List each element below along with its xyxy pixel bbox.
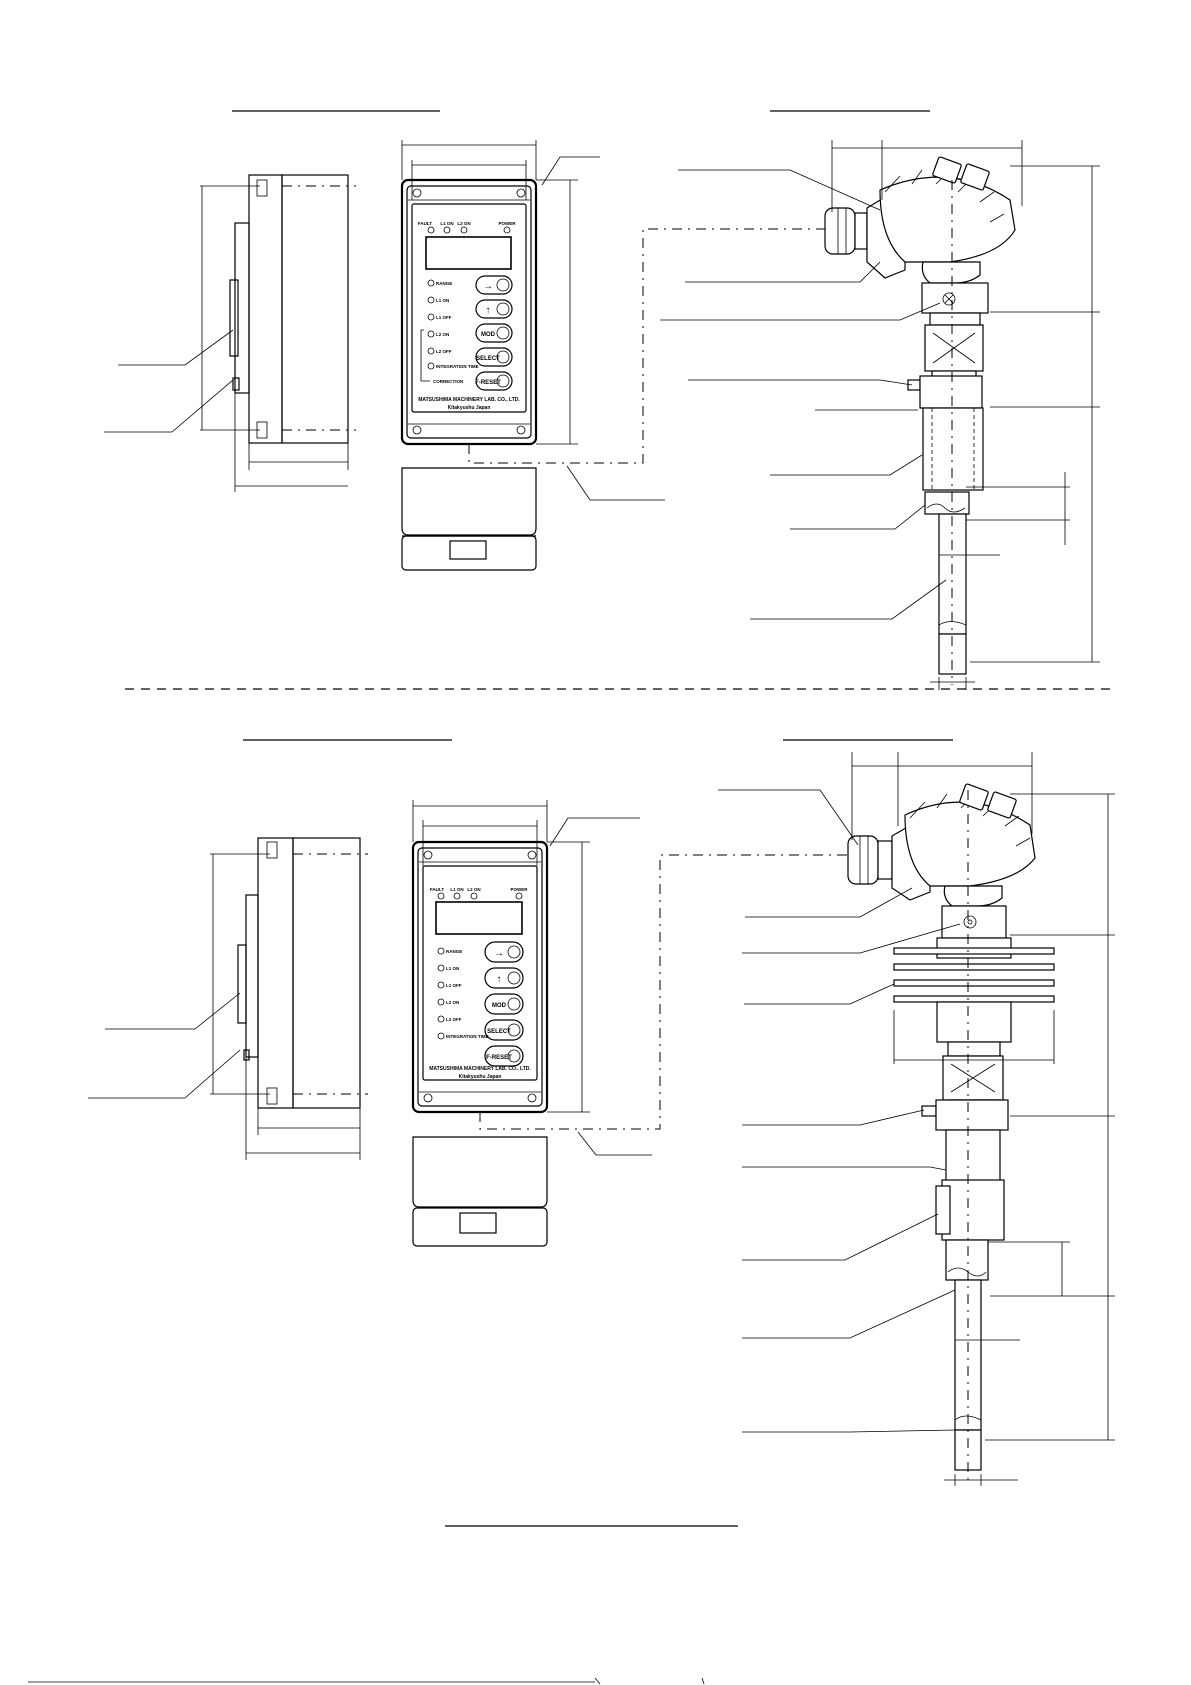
indicator-label: RANGE xyxy=(446,949,462,954)
indicator-label: L2 ON xyxy=(436,332,449,337)
indicator-label: L2 ON xyxy=(446,1000,459,1005)
led-label: FAULT xyxy=(430,887,444,892)
indicator-label: INTEGRATION TIME xyxy=(446,1034,489,1039)
indicator-label: L1 ON xyxy=(446,966,459,971)
sensor-assembly-bottom xyxy=(718,752,1115,1486)
footer-tick xyxy=(701,1677,705,1685)
led-label: L2 ON xyxy=(457,221,470,226)
maker-label: MATSUSHIMA MACHINERY LAB. CO., LTD. xyxy=(418,397,520,403)
converter-cap-top xyxy=(401,467,537,571)
led-label: POWER xyxy=(510,887,528,892)
indicator-label: L2 OFF xyxy=(436,349,452,354)
indicator-label: L2 OFF xyxy=(446,1017,462,1022)
converter-front-panel-bottom xyxy=(411,800,640,1114)
button-label: SELECT xyxy=(487,1029,511,1035)
panel-top-labels: FAULT L1 ON L2 ON POWER RANGE L1 ON L1 O… xyxy=(418,221,520,411)
button-label: SELECT xyxy=(476,356,500,362)
led-label: L1 ON xyxy=(440,221,453,226)
button-label: F-RESET xyxy=(475,380,501,386)
sensor-assembly-top xyxy=(660,140,1100,690)
cable-run-top xyxy=(468,228,832,501)
indicator-label: INTEGRATION TIME xyxy=(436,364,479,369)
button-label: ↑ xyxy=(497,974,502,985)
led-label: L2 ON xyxy=(467,887,480,892)
origin-label: Kitakyushu Japan xyxy=(448,405,491,411)
panel-bottom-labels: FAULT L1 ON L2 ON POWER RANGE L1 ON L1 O… xyxy=(429,887,531,1080)
button-label: MOD xyxy=(492,1003,507,1009)
button-label: ↑ xyxy=(486,305,491,316)
led-label: POWER xyxy=(498,221,516,226)
indicator-label: CORRECTION xyxy=(433,379,463,384)
indicator-label: L1 ON xyxy=(436,298,449,303)
indicator-label: L1 OFF xyxy=(446,983,462,988)
led-label: L1 ON xyxy=(450,887,463,892)
converter-cap-bottom xyxy=(412,1136,548,1247)
button-label: F-RESET xyxy=(486,1055,512,1061)
converter-side-view-bottom xyxy=(88,837,368,1160)
indicator-label: RANGE xyxy=(436,281,452,286)
cable-run-bottom xyxy=(479,854,855,1156)
button-label: → xyxy=(483,281,493,292)
led-label: FAULT xyxy=(418,221,432,226)
maker-label: MATSUSHIMA MACHINERY LAB. CO., LTD. xyxy=(429,1066,531,1072)
origin-label: Kitakyushu Japan xyxy=(459,1074,502,1080)
footer-tick xyxy=(594,1677,601,1685)
indicator-label: L1 OFF xyxy=(436,315,452,320)
button-label: MOD xyxy=(481,332,496,338)
converter-side-view-top xyxy=(104,174,356,492)
button-label: → xyxy=(494,948,504,959)
